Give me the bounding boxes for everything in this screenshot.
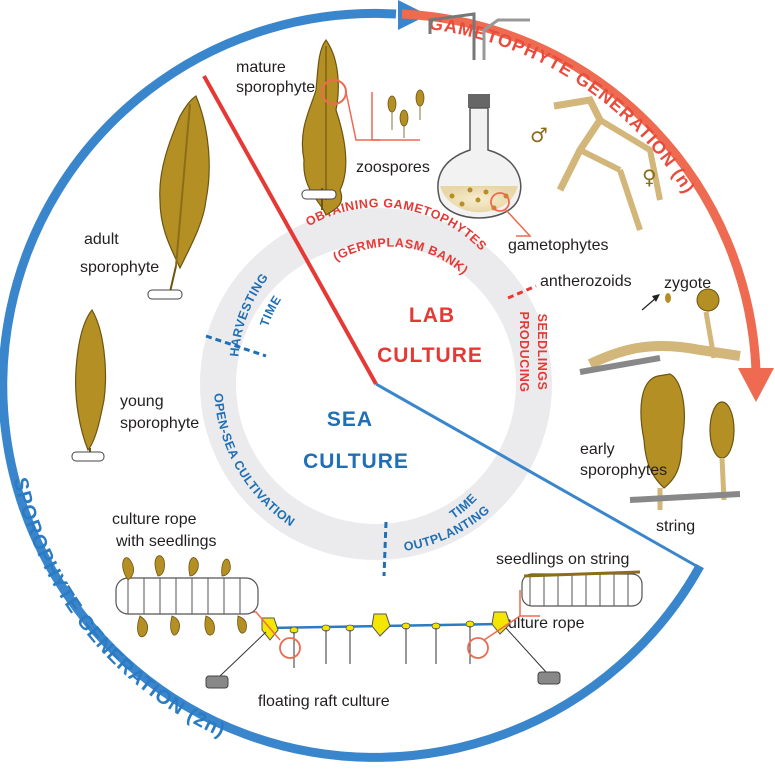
lab-label: LAB: [409, 304, 455, 327]
mature-sporophyte-label: sporophyte: [236, 79, 315, 96]
adult-sporophyte-label: sporophyte: [80, 259, 159, 276]
adult-label: adult: [84, 231, 119, 248]
antherozoids-label: antherozoids: [540, 273, 632, 290]
seedlings-label: SEEDLINGS: [535, 314, 549, 391]
seedlings-rope-illustration: [520, 572, 642, 616]
early-sporophytes-label: sporophytes: [580, 462, 667, 479]
female-symbol: ♀: [642, 165, 657, 189]
gametophyte-arrowhead: [738, 368, 774, 402]
culture-label-lab: CULTURE: [377, 344, 483, 367]
string-label: string: [656, 518, 695, 535]
gametophytes-label: gametophytes: [508, 237, 609, 254]
producing-label: PRODUCING: [517, 312, 531, 393]
culture-rope-seedlings-label: culture rope: [112, 511, 197, 528]
young-sporophyte-label: sporophyte: [120, 415, 199, 432]
floating-raft-culture-label: floating raft culture: [258, 693, 390, 710]
culture-rope-label: culture rope: [500, 615, 585, 632]
culture-label-sea: CULTURE: [303, 450, 409, 473]
early-sporophytes-illustration: [630, 374, 740, 510]
early-label: early: [580, 441, 615, 458]
mature-label: mature: [236, 59, 286, 76]
zygote-illustration: [580, 289, 740, 372]
young-sporophyte-illustration: [72, 310, 106, 461]
rope-with-seedlings-illustration: [116, 556, 258, 637]
with-seedlings-label: with seedlings: [115, 533, 217, 550]
sea-label: SEA: [327, 408, 373, 431]
zoospores-label: zoospores: [356, 159, 430, 176]
young-label: young: [120, 393, 164, 410]
seedlings-on-string-label: seedlings on string: [496, 551, 629, 568]
floating-raft-illustration: [196, 612, 560, 688]
mature-sporophyte-illustration: [302, 40, 424, 215]
male-symbol: ♂: [530, 123, 548, 147]
